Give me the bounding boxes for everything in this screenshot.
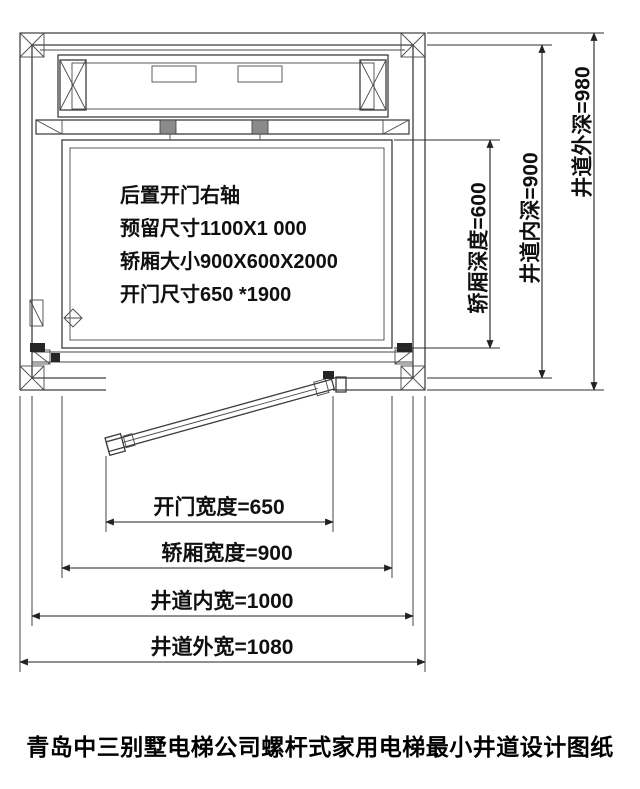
corner-block-bottom-left [19,365,45,391]
dim-shaft-outer-width: 井道外宽=1080 [19,396,426,672]
open-door [104,378,336,457]
dim-door-width: 开门宽度=650 [105,396,334,532]
dim-label-shaft-inner-width: 井道内宽=1000 [151,589,294,613]
car-note-1: 后置开门右轴 [120,183,240,207]
corner-block-bottom-right [400,365,426,391]
dim-car-width: 轿厢宽度=900 [61,396,393,578]
dim-shaft-inner-width: 井道内宽=1000 [31,396,414,626]
car-note-2: 预留尺寸1100X1 000 [120,216,307,240]
shaft-plan-drawing: 后置开门右轴 预留尺寸1100X1 000 轿厢大小900X600X2000 开… [19,32,604,672]
bearing-mount-right [359,59,387,111]
dim-label-shaft-outer-width: 井道外宽=1080 [151,635,294,659]
dim-label-car-width: 轿厢宽度=900 [161,541,292,565]
drive-machinery [35,49,410,140]
door-hinge [323,371,347,393]
dim-label-shaft-outer-depth: 井道外深=980 [571,66,595,197]
bearing-mount-left [59,59,87,111]
door-sill [30,343,414,365]
dim-label-door-width: 开门宽度=650 [153,495,284,519]
car-note-3: 轿厢大小900X600X2000 [120,249,338,273]
door-axis-indicator [63,308,83,328]
elevator-car: 后置开门右轴 预留尺寸1100X1 000 轿厢大小900X600X2000 开… [61,139,393,349]
shaft-walls [19,32,426,391]
corner-block-top-left [19,32,45,58]
guide-rail-bracket-left [29,299,44,327]
dim-shaft-inner-depth: 井道内深=900 [427,44,552,379]
drawing-title: 青岛中三别墅电梯公司螺杆式家用电梯最小井道设计图纸 [26,734,614,760]
support-beam [35,119,410,140]
car-note-4: 开门尺寸650 *1900 [120,282,291,306]
dim-car-depth: 轿厢深度=600 [394,139,500,349]
dim-label-car-depth: 轿厢深度=600 [467,182,491,313]
dim-shaft-outer-depth: 井道外深=980 [427,32,604,391]
dim-label-shaft-inner-depth: 井道内深=900 [519,152,543,283]
corner-block-top-right [400,32,426,58]
